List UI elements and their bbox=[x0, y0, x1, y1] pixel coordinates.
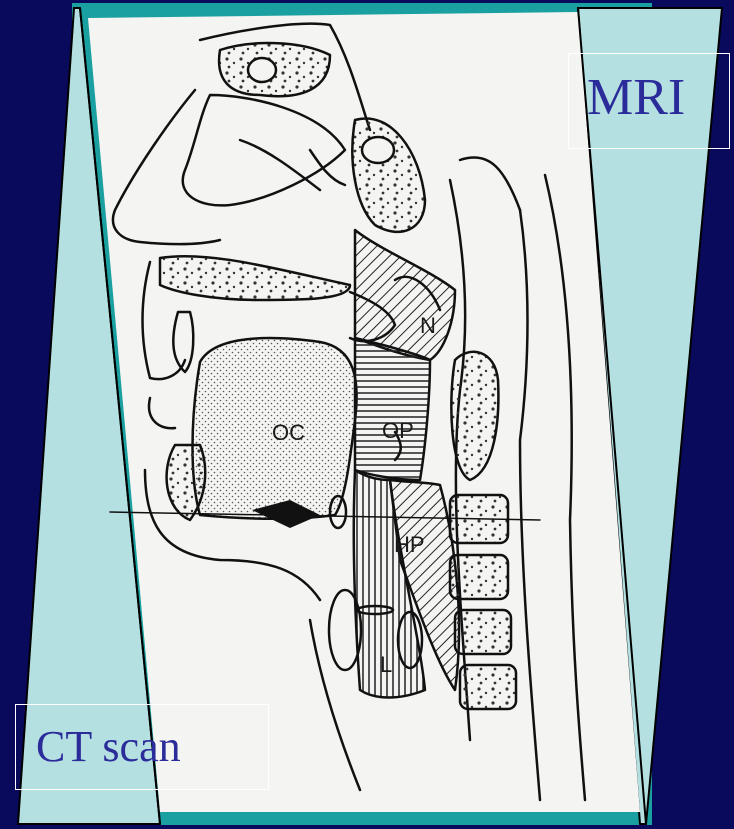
oropharynx bbox=[355, 338, 430, 480]
mri-label-box: MRI bbox=[568, 53, 730, 149]
sphenoid-cavity bbox=[362, 137, 394, 163]
ct-label-box: CT scan bbox=[15, 704, 269, 790]
ct-label: CT scan bbox=[36, 722, 181, 771]
label-hp: HP bbox=[394, 532, 425, 557]
label-op: OP bbox=[382, 418, 414, 443]
vertebra-c5 bbox=[455, 610, 511, 654]
mri-label: MRI bbox=[587, 69, 685, 126]
sinus-cavity bbox=[248, 58, 276, 82]
vertebra-c4 bbox=[450, 555, 508, 599]
label-n: N bbox=[420, 313, 436, 338]
vertebra-c6 bbox=[460, 665, 516, 709]
label-l: L bbox=[380, 652, 392, 677]
label-oc: OC bbox=[272, 420, 305, 445]
